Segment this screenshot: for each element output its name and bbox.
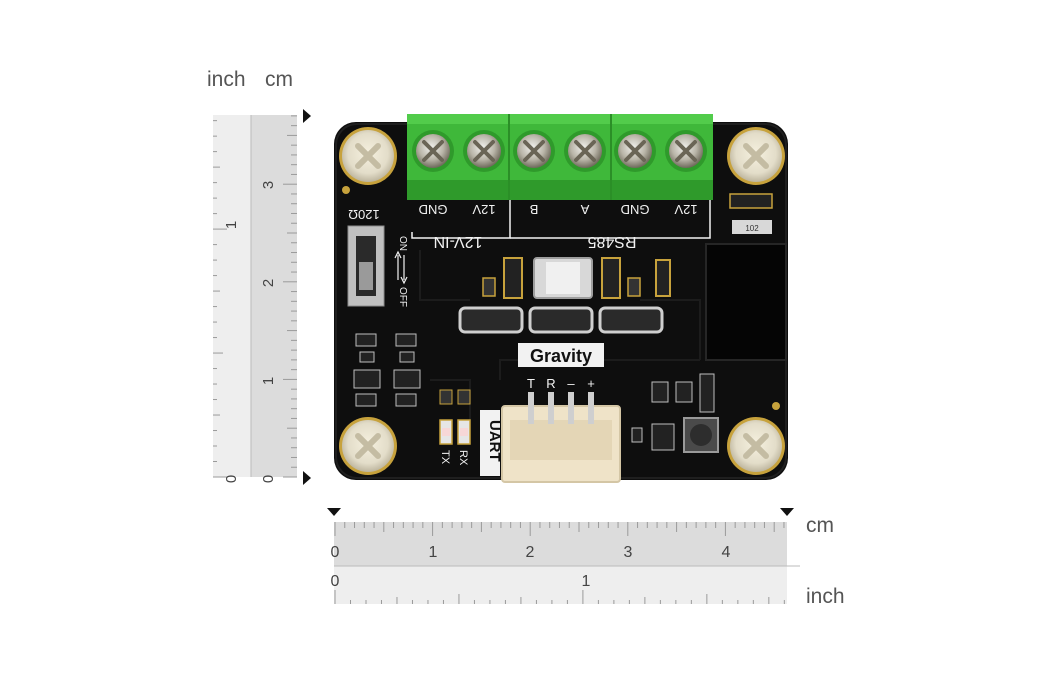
smd-components: 102 xyxy=(353,193,787,453)
terminal-label-6: 12V xyxy=(674,202,697,217)
uart-pin-minus: – xyxy=(567,376,575,391)
vruler-cm-tick-3: 3 xyxy=(260,181,277,189)
unit-label-cm-right: cm xyxy=(806,514,834,537)
group-label-bus: RS485 xyxy=(587,233,636,250)
via-right xyxy=(772,402,780,410)
termination-switch xyxy=(347,225,385,307)
horizontal-ruler: 0 1 2 3 4 0 1 xyxy=(327,508,800,604)
terminal-label-2: 12V xyxy=(472,202,495,217)
horizontal-ruler-inch-band xyxy=(334,566,787,604)
vertical-ruler: 0 1 0 1 2 3 xyxy=(213,109,311,485)
via-left xyxy=(342,186,350,194)
resistor-label: 120Ω xyxy=(348,207,380,222)
led-rx-label: RX xyxy=(457,450,469,466)
uart-pin-t: T xyxy=(527,376,535,391)
terminal-label-1: GND xyxy=(419,202,448,217)
terminal-screw xyxy=(614,130,656,172)
pcb-board: GND 12V B A GND 12V 12V-IN RS485 120Ω ON… xyxy=(334,114,788,483)
vertical-ruler-inch-band xyxy=(213,115,251,477)
gravity-logo-badge xyxy=(518,343,604,367)
hruler-cm-tick-1: 1 xyxy=(429,544,438,561)
uart-connector: UART xyxy=(480,392,621,483)
hruler-inch-tick-0: 0 xyxy=(331,573,340,590)
switch-arrow-icon xyxy=(394,250,408,285)
hruler-cm-tick-3: 3 xyxy=(624,544,633,561)
terminal-label-5: GND xyxy=(621,202,650,217)
terminal-label-4: A xyxy=(580,202,589,217)
terminal-screw xyxy=(665,130,707,172)
hruler-left-marker xyxy=(327,508,341,516)
pcb-traces xyxy=(419,250,701,420)
terminal-label-3: B xyxy=(530,202,539,217)
vruler-cm-tick-1: 1 xyxy=(260,377,277,385)
switch-on-label: ON xyxy=(397,236,408,251)
mount-screw-top-left xyxy=(339,127,397,185)
gravity-logo: Gravity xyxy=(530,346,592,366)
vruler-top-marker xyxy=(303,109,311,123)
horizontal-ruler-cm-band xyxy=(334,522,787,566)
group-label-power: 12V-IN xyxy=(434,233,483,250)
chip-code-label: 102 xyxy=(745,224,759,233)
unit-label-inch-top: inch xyxy=(207,68,246,91)
hruler-cm-tick-2: 2 xyxy=(526,544,535,561)
vruler-inch-tick-1: 1 xyxy=(223,221,240,229)
mount-screw-bottom-left xyxy=(339,417,397,475)
uart-label: UART xyxy=(486,420,503,462)
vertical-ruler-cm-band xyxy=(251,115,297,477)
terminal-screw xyxy=(463,130,505,172)
mount-screw-bottom-right xyxy=(727,417,785,475)
uart-pin-plus: + xyxy=(587,376,595,391)
terminal-screw xyxy=(412,130,454,172)
vruler-cm-tick-0: 0 xyxy=(260,475,277,483)
hruler-right-marker xyxy=(780,508,794,516)
hruler-cm-tick-4: 4 xyxy=(722,544,731,561)
terminal-screw xyxy=(513,130,555,172)
terminal-labels: GND 12V B A GND 12V xyxy=(419,202,698,217)
vruler-cm-tick-2: 2 xyxy=(260,279,277,287)
vruler-inch-tick-0: 0 xyxy=(223,475,240,483)
unit-label-inch-right: inch xyxy=(806,585,845,608)
terminal-screw xyxy=(564,130,606,172)
hruler-inch-tick-1: 1 xyxy=(582,573,591,590)
unit-label-cm-top: cm xyxy=(265,68,293,91)
transceiver-chip xyxy=(705,243,787,361)
mount-screw-top-right xyxy=(727,127,785,185)
switch-off-label: OFF xyxy=(397,287,408,307)
vruler-bottom-marker xyxy=(303,471,311,485)
led-tx-label: TX xyxy=(439,450,451,465)
hruler-cm-tick-0: 0 xyxy=(331,544,340,561)
screw-terminal-block xyxy=(407,114,713,200)
uart-pin-r: R xyxy=(546,376,555,391)
status-leds xyxy=(439,389,471,445)
